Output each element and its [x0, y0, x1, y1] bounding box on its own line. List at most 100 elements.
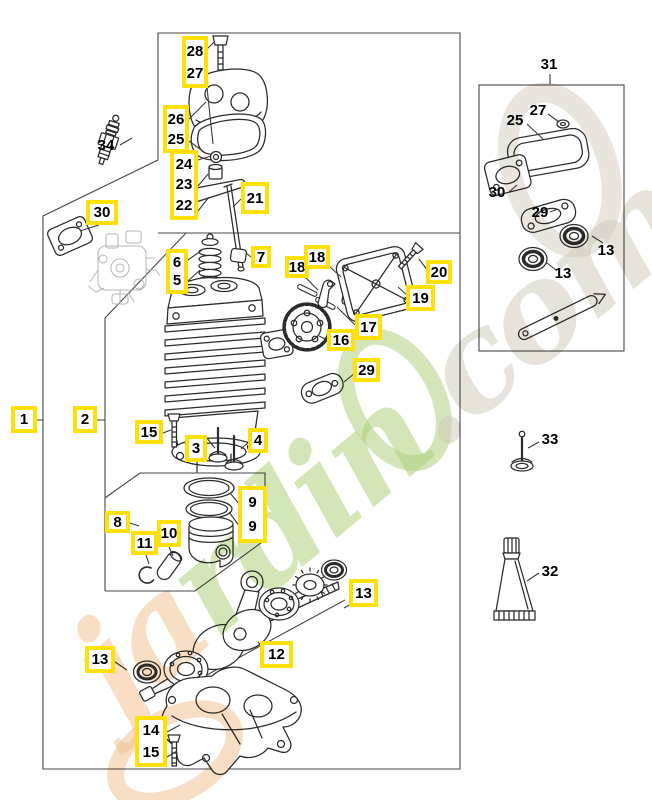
callout-number: 34 [97, 136, 115, 154]
piston-8-drawing [188, 516, 234, 568]
callout-number: 15 [142, 743, 160, 761]
carburetor-sketch [87, 230, 161, 305]
callout-15-upper: 15 [135, 420, 163, 444]
callout-number: 28 [186, 42, 204, 60]
callout-number: 10 [160, 525, 178, 542]
bearing-13-right-drawing [258, 587, 300, 621]
callout-32: 32 [538, 562, 562, 580]
callout-number: 19 [412, 289, 429, 307]
bolt-20-drawing [397, 242, 424, 270]
crankshaft-12-drawing [139, 570, 340, 702]
callout-number: 12 [268, 646, 285, 663]
callout-number: 2 [80, 411, 90, 428]
callout-19: 19 [406, 285, 435, 311]
circlip-11-drawing [138, 566, 155, 584]
callout-13-left: 13 [85, 646, 115, 673]
callout-number: 25 [506, 111, 524, 129]
callout-7: 7 [251, 246, 271, 268]
wrist-pin-10-drawing [156, 550, 183, 581]
callout-10: 10 [157, 520, 181, 547]
bolt-15-upper-drawing [167, 413, 181, 448]
callout-18-b: 18 [304, 245, 330, 269]
callout-number: 27 [186, 64, 204, 82]
callout-number: 13 [597, 241, 615, 259]
sealant-tube-32-drawing [493, 537, 536, 621]
callout-number: 33 [541, 430, 559, 448]
oil-seal-13-left-drawing [132, 660, 162, 684]
diagram-boundaries [42, 32, 625, 770]
callout-1: 1 [11, 406, 37, 433]
pinion-gear-drawing [292, 567, 328, 603]
callout-33: 33 [538, 430, 562, 448]
callout-number: 13 [355, 584, 372, 602]
callout-24-23-22: 24 23 22 [170, 150, 198, 220]
callout-number: 15 [140, 423, 158, 441]
callout-number: 17 [360, 318, 377, 336]
callout-4: 4 [248, 428, 268, 453]
callout-29-main: 29 [353, 358, 380, 382]
valve-4-drawing [224, 434, 244, 471]
callout-25-panel: 25 [503, 111, 527, 129]
callout-number: 18 [308, 248, 326, 266]
callout-34: 34 [93, 136, 119, 154]
valve-33-drawing [510, 430, 534, 472]
callout-number: 32 [541, 562, 559, 580]
callout-number: 24 [175, 155, 193, 173]
spark-plug-34-drawing [97, 114, 120, 166]
adjuster-23-drawing [208, 163, 223, 180]
callout-number: 25 [167, 130, 185, 148]
callout-30-left: 30 [86, 200, 118, 225]
callout-number: 29 [531, 203, 549, 221]
callout-number: 30 [488, 183, 506, 201]
callout-number: 9 [248, 518, 257, 536]
callout-11: 11 [131, 531, 158, 555]
callout-12: 12 [260, 641, 293, 668]
spring-retainer-6-drawing [201, 233, 219, 247]
panel-tool-drawing [517, 293, 607, 341]
callout-16: 16 [327, 329, 355, 351]
callout-number: 20 [430, 263, 448, 281]
callout-number: 16 [332, 332, 350, 349]
callout-number: 13 [91, 651, 109, 668]
callout-13-panel-b: 13 [551, 264, 575, 282]
callout-number: 21 [246, 189, 264, 207]
callout-number: 31 [540, 56, 558, 73]
callout-30-panel: 30 [485, 183, 509, 201]
callout-8: 8 [105, 511, 130, 533]
callout-number: 4 [253, 432, 263, 449]
callout-27-panel: 27 [526, 101, 550, 119]
callout-3: 3 [185, 435, 207, 462]
callout-number: 14 [142, 722, 160, 740]
gasket-25-drawing [190, 113, 267, 162]
valve-plate-19-drawing [335, 245, 417, 323]
callout-number: 13 [554, 264, 572, 282]
callout-number: 22 [175, 197, 193, 215]
callout-number: 3 [191, 440, 201, 457]
callout-number: 6 [172, 253, 182, 271]
callout-21: 21 [241, 182, 269, 214]
callout-number: 26 [167, 110, 185, 128]
callout-17: 17 [355, 314, 382, 340]
cam-gear-16-drawing [282, 302, 332, 352]
callout-number: 23 [175, 176, 193, 194]
callout-31: 31 [536, 55, 562, 74]
valve-3-drawing [208, 426, 228, 463]
callout-number: 11 [136, 534, 153, 552]
callout-number: 9 [248, 493, 257, 511]
callout-number: 30 [93, 204, 111, 221]
callout-number: 7 [256, 249, 266, 266]
callout-number: 29 [358, 361, 375, 379]
callout-20: 20 [426, 260, 452, 284]
callout-number: 27 [529, 101, 547, 119]
oil-seal-13-right-drawing [320, 559, 348, 581]
callout-number: 1 [19, 411, 29, 428]
callout-13-panel-a: 13 [594, 241, 618, 259]
callout-number: 18 [288, 259, 306, 276]
